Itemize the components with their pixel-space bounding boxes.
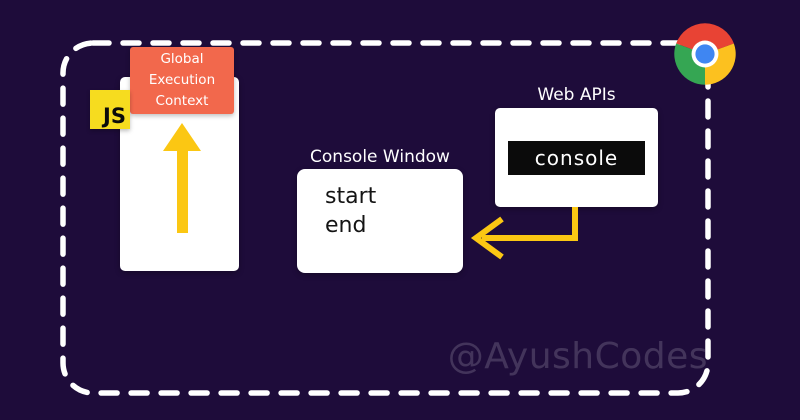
web-apis-title: Web APIs bbox=[537, 85, 616, 105]
console-api-tag: console bbox=[508, 141, 645, 175]
chrome-logo-icon bbox=[674, 23, 736, 85]
console-output-line: start bbox=[325, 184, 377, 209]
up-arrow-icon bbox=[163, 123, 201, 233]
dashed-border-rect bbox=[60, 40, 711, 396]
javascript-logo-icon: JS bbox=[90, 90, 130, 129]
console-output-line: end bbox=[325, 213, 367, 238]
gec-line: Execution bbox=[148, 72, 216, 88]
gec-line: Global bbox=[160, 51, 204, 67]
console-window-box: start end bbox=[297, 169, 463, 273]
gec-line: Context bbox=[155, 93, 209, 109]
watermark: @AyushCodes bbox=[447, 336, 708, 377]
global-execution-context-label: Global Execution Context bbox=[130, 47, 234, 114]
left-arrow-icon bbox=[470, 207, 578, 260]
console-window-title: Console Window bbox=[310, 147, 450, 167]
